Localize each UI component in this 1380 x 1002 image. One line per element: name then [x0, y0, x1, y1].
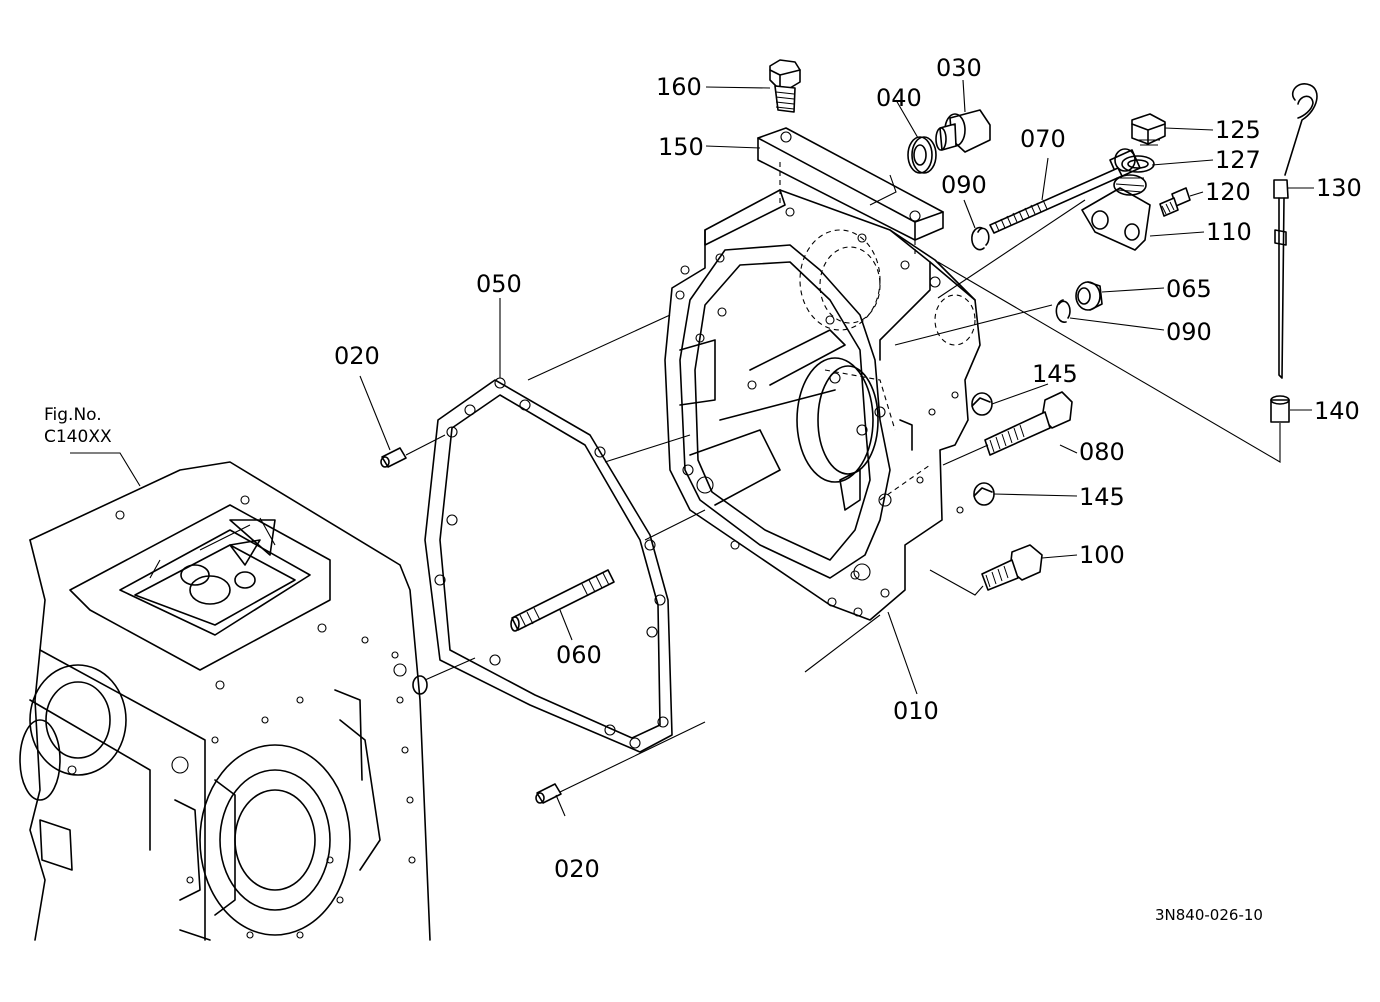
plug-145-lower — [973, 482, 995, 506]
stud-060 — [510, 569, 615, 632]
callout-090-upper: 090 — [941, 171, 987, 199]
callout-020-upper: 020 — [334, 342, 380, 370]
dowel-pin-020-lower — [535, 783, 562, 804]
bolt-160 — [769, 59, 801, 113]
figure-reference: Fig.No. C140XX — [44, 405, 112, 447]
callout-030: 030 — [936, 54, 982, 82]
callout-150: 150 — [658, 133, 704, 161]
plate-150 — [757, 127, 944, 258]
union-120 — [1159, 187, 1191, 217]
figure-reference-label: Fig.No. — [44, 405, 102, 425]
callout-145-upper: 145 — [1032, 360, 1078, 388]
seal-040 — [907, 136, 937, 174]
plug-125 — [1131, 113, 1166, 146]
dowel-pin-020-upper — [380, 447, 407, 468]
flange-110 — [1081, 174, 1151, 251]
plug-030 — [935, 109, 991, 153]
callout-127: 127 — [1215, 146, 1261, 174]
bolt-080 — [984, 391, 1073, 456]
callout-065: 065 — [1166, 275, 1212, 303]
spring-washer-090-lower — [1055, 299, 1071, 323]
callout-125: 125 — [1215, 116, 1261, 144]
callout-040: 040 — [876, 84, 922, 112]
spring-washer-090-upper — [971, 226, 990, 251]
callout-145-lower: 145 — [1079, 483, 1125, 511]
dipstick-130 — [1273, 83, 1318, 379]
gasket-050 — [424, 377, 673, 753]
callout-090-lower: 090 — [1166, 318, 1212, 346]
figure-reference-number: C140XX — [44, 427, 112, 447]
callout-120: 120 — [1205, 178, 1251, 206]
leader-lines — [70, 79, 1314, 817]
callout-160: 160 — [656, 73, 702, 101]
bolt-100 — [981, 544, 1043, 591]
tube-140 — [1270, 395, 1290, 423]
callout-130: 130 — [1316, 174, 1362, 202]
plug-145-upper — [971, 392, 993, 416]
callout-080: 080 — [1079, 438, 1125, 466]
nut-065 — [1075, 281, 1103, 311]
seal-127 — [1121, 155, 1155, 173]
callout-060: 060 — [556, 641, 602, 669]
callout-070: 070 — [1020, 125, 1066, 153]
callout-010: 010 — [893, 697, 939, 725]
callout-110: 110 — [1206, 218, 1252, 246]
callout-100: 100 — [1079, 541, 1125, 569]
transmission-case-010 — [664, 189, 981, 621]
callout-050: 050 — [476, 270, 522, 298]
document-number: 3N840-026-10 — [1155, 906, 1263, 924]
callout-020-lower: 020 — [554, 855, 600, 883]
reference-transmission-case — [19, 461, 431, 941]
callout-140: 140 — [1314, 397, 1360, 425]
